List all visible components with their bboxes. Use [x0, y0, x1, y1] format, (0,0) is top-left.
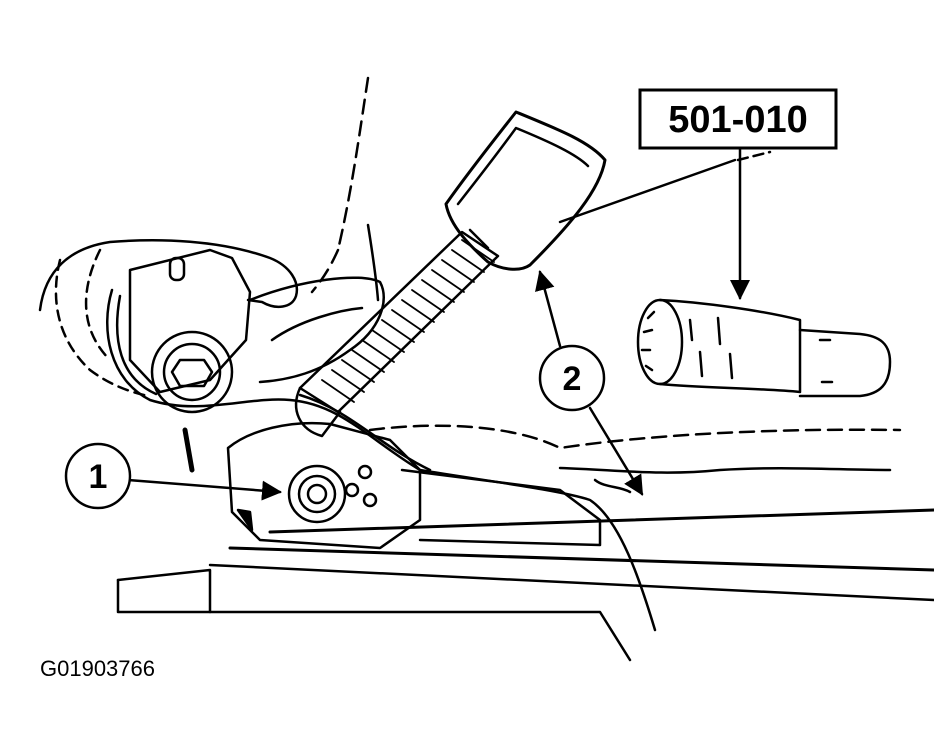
callout-1: 1	[64, 442, 132, 510]
callout-2-arrow-up	[535, 270, 562, 348]
buckle-anchor-bolt	[287, 464, 347, 524]
wiring-harness	[106, 288, 657, 632]
callout-1-arrow	[126, 478, 282, 501]
seat-cushion-fold	[593, 478, 632, 494]
seat-anchor-bracket	[128, 248, 385, 414]
seat-back-outline	[310, 76, 380, 302]
tool-label-box: 501-010	[638, 88, 838, 150]
buckle-spring-sleeve	[294, 230, 500, 438]
seat-track-rails	[116, 508, 934, 662]
hand-finger	[54, 258, 150, 398]
tool-leader-line	[558, 158, 737, 224]
hand-outline	[38, 239, 299, 312]
seat-cushion-dashed-edge	[368, 424, 902, 450]
tool-socket-illustration	[636, 298, 892, 398]
figure-id: G01903766	[40, 656, 155, 681]
callout-2-number: 2	[563, 360, 582, 398]
tool-leader-line-2	[736, 150, 772, 162]
callout-2: 2	[538, 344, 606, 412]
callout-2-arrow-down	[588, 406, 644, 496]
seat-belt-buckle	[444, 110, 607, 271]
tool-label: 501-010	[668, 99, 807, 141]
callout-1-number: 1	[89, 458, 108, 496]
seat-cushion-lower-edge	[558, 466, 892, 474]
